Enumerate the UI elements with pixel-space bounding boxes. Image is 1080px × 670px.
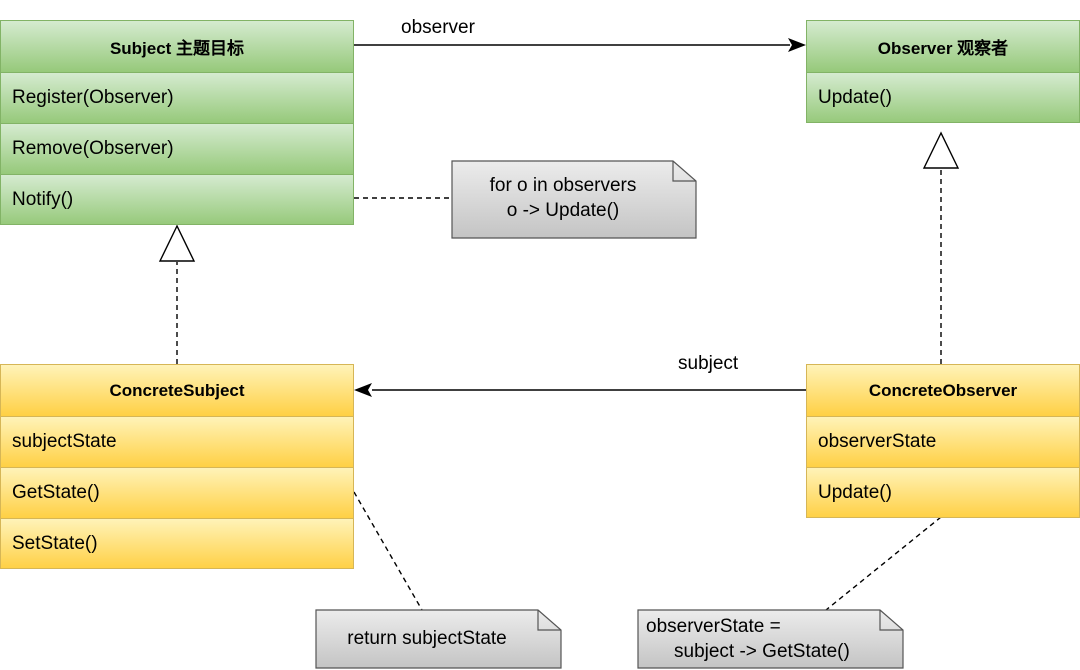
concrete-subject-class-title: ConcreteSubject: [1, 365, 353, 416]
observer-association-arrow: [354, 38, 806, 52]
subject-association-arrow: [354, 383, 806, 397]
getstate-note-text: return subjectState: [347, 628, 507, 649]
concrete-observer-realization-arrow: [922, 131, 960, 364]
subject-method-remove: Remove(Observer): [1, 123, 353, 174]
subject-method-register: Register(Observer): [1, 72, 353, 123]
concrete-subject-member-state: subjectState: [1, 416, 353, 467]
observer-class-box[interactable]: Observer 观察者 Update(): [806, 20, 1080, 123]
observer-association-label: observer: [401, 17, 475, 38]
concrete-observer-class-title: ConcreteObserver: [807, 365, 1079, 416]
concrete-subject-method-setstate: SetState(): [1, 518, 353, 568]
update-note: [637, 609, 904, 669]
concrete-observer-class-box[interactable]: ConcreteObserver observerState Update(): [806, 364, 1080, 518]
update-note-text: observerState = subject -> GetState(): [646, 614, 850, 664]
update-note-connector: [825, 516, 942, 611]
notify-note-line2: o -> Update(): [506, 200, 620, 221]
subject-class-box[interactable]: Subject 主题目标 Register(Observer) Remove(O…: [0, 20, 354, 225]
getstate-note-connector: [353, 491, 423, 611]
subject-association-label: subject: [678, 353, 739, 374]
getstate-note: [315, 609, 562, 669]
observer-method-update: Update(): [807, 72, 1079, 122]
notify-note: [451, 160, 697, 239]
subject-class-title: Subject 主题目标: [1, 21, 353, 72]
subject-method-notify: Notify(): [1, 174, 353, 224]
concrete-observer-method-update: Update(): [807, 467, 1079, 517]
notify-note-text: for o in observers o -> Update(): [452, 173, 674, 223]
observer-class-title: Observer 观察者: [807, 21, 1079, 72]
concrete-subject-class-box[interactable]: ConcreteSubject subjectState GetState() …: [0, 364, 354, 569]
concrete-subject-method-getstate: GetState(): [1, 467, 353, 518]
update-note-line1: observerState =: [646, 616, 781, 637]
update-note-line2: subject -> GetState(): [674, 641, 850, 662]
notify-note-line1: for o in observers: [489, 175, 637, 196]
concrete-observer-member-state: observerState: [807, 416, 1079, 467]
concrete-subject-realization-arrow: [158, 224, 196, 364]
